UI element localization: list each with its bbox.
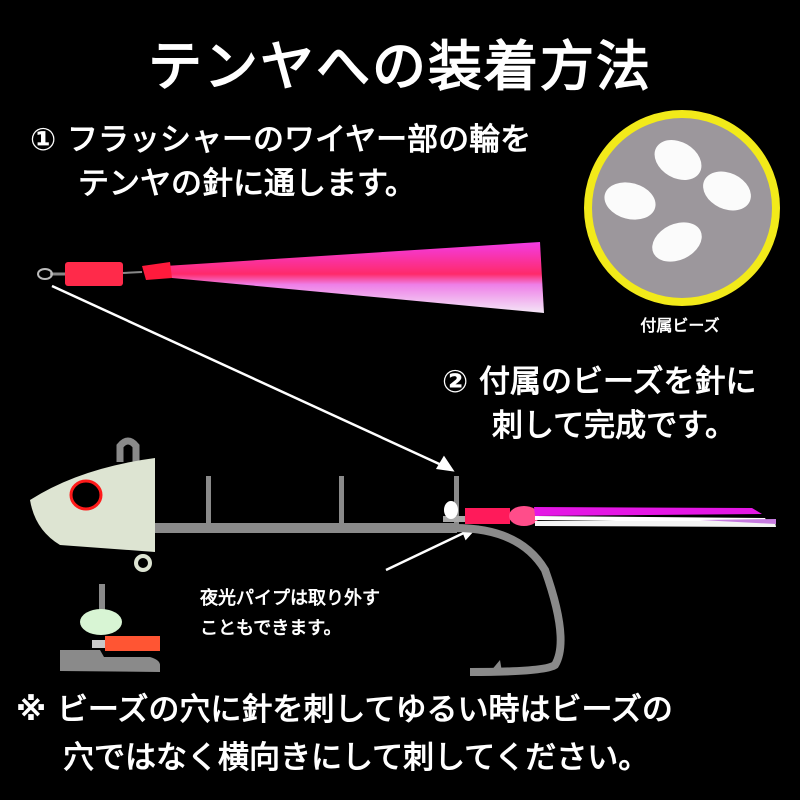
step-2-line-2: 刺して完成です。 [492, 408, 736, 444]
footer-line-1: ビーズの穴に針を刺してゆるい時はビーズの [56, 692, 673, 728]
step-2-line-1: 付属のビーズを針に [479, 364, 757, 400]
step-1-line-1: フラッシャーのワイヤー部の輪を [67, 122, 532, 158]
reference-mark-icon: ※ [16, 692, 47, 728]
tenya-jig [30, 437, 776, 676]
page-title: テンヤへの装着方法 [148, 35, 652, 98]
glow-pipe-note-line-1: 夜光パイプは取り外す [200, 588, 380, 609]
footer-line-2: 穴ではなく横向きにして刺してください。 [63, 740, 650, 776]
glow-pipe-note-line-2: こともできます。 [200, 618, 342, 639]
step-1-line-2: テンヤの針に通します。 [78, 166, 416, 202]
step-1-instruction: ① フラッシャーのワイヤー部の輪を テンヤの針に通します。 [30, 118, 590, 206]
beads-label: 付属ビーズ [640, 316, 720, 335]
step-1-number: ① [30, 122, 57, 158]
flasher-image [37, 242, 544, 313]
step-2-instruction: ② 付属のビーズを針に 刺して完成です。 [442, 360, 800, 448]
step-2-number: ② [442, 364, 469, 400]
beads-photo [584, 110, 780, 306]
footer-note: ※ ビーズの穴に針を刺してゆるい時はビーズの 穴ではなく横向きにして刺してくださ… [16, 686, 796, 782]
glow-pipe-note: 夜光パイプは取り外す こともできます。 [200, 584, 380, 644]
glow-pipe-inset [60, 584, 160, 672]
